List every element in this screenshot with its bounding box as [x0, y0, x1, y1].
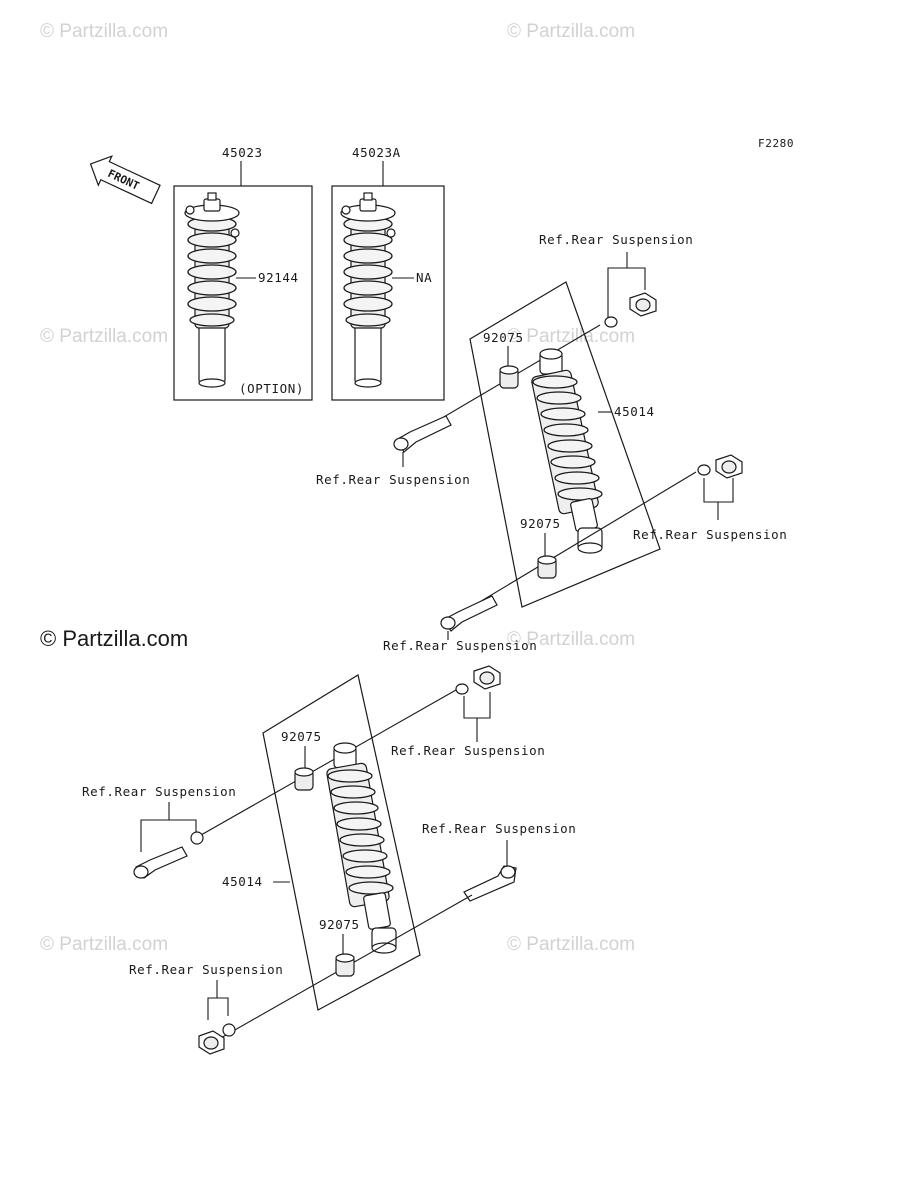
part-number-92075: 92075: [319, 917, 360, 932]
watermark: © Partzilla.com: [507, 326, 635, 347]
bushing: [335, 953, 355, 977]
option-kit-box: [173, 185, 313, 401]
bolt: [440, 595, 498, 632]
ref-label-lower-bottom: Ref.Rear Suspension: [129, 962, 283, 977]
front-arrow-icon: FRONT: [89, 155, 161, 205]
watermark: © Partzilla.com: [40, 21, 168, 42]
bolt: [463, 865, 517, 902]
nut: [715, 454, 743, 479]
watermark: © Partzilla.com: [507, 934, 635, 955]
washer: [190, 831, 204, 845]
washer: [697, 464, 711, 476]
part-number-45014: 45014: [614, 404, 655, 419]
part-number-45014: 45014: [222, 874, 263, 889]
part-number-45023A: 45023A: [352, 145, 401, 160]
watermark: © Partzilla.com: [40, 934, 168, 955]
nut: [198, 1030, 225, 1055]
ref-label-upper-left: Ref.Rear Suspension: [316, 472, 470, 487]
ref-label-upper-right: Ref.Rear Suspension: [539, 232, 693, 247]
part-number-45023: 45023: [222, 145, 263, 160]
ref-label-upper-right-lower: Ref.Rear Suspension: [633, 527, 787, 542]
part-number-92075: 92075: [520, 516, 561, 531]
bolt: [133, 846, 188, 879]
washer: [455, 683, 469, 695]
watermark: © Partzilla.com: [507, 21, 635, 42]
lower-shock-box: [262, 674, 421, 1011]
ref-label-upper-lower: Ref.Rear Suspension: [383, 638, 537, 653]
washer: [222, 1023, 236, 1037]
figure-code: F2280: [758, 137, 794, 150]
bushing: [537, 555, 557, 579]
rear-shock-lower: [326, 742, 397, 954]
nut: [629, 292, 657, 317]
alt-kit-box: [331, 185, 445, 401]
part-number-NA: NA: [416, 270, 432, 285]
part-number-92075: 92075: [483, 330, 524, 345]
option-label: (OPTION): [239, 381, 304, 396]
washer: [604, 316, 618, 328]
ref-label-lower-left: Ref.Rear Suspension: [82, 784, 236, 799]
part-number-92075: 92075: [281, 729, 322, 744]
watermark-main: © Partzilla.com: [40, 626, 188, 651]
bushing: [499, 365, 519, 389]
watermark: © Partzilla.com: [40, 326, 168, 347]
front-shock-option: [184, 192, 240, 388]
rear-shock-upper: [531, 348, 603, 554]
front-shock-standard: [340, 192, 396, 388]
bushing: [294, 767, 314, 791]
bolt: [393, 415, 452, 453]
part-number-92144: 92144: [258, 270, 299, 285]
ref-label-lower-top: Ref.Rear Suspension: [391, 743, 545, 758]
ref-label-lower-right: Ref.Rear Suspension: [422, 821, 576, 836]
nut: [473, 665, 501, 690]
watermark: © Partzilla.com: [507, 629, 635, 650]
upper-shock-box: [469, 281, 661, 608]
